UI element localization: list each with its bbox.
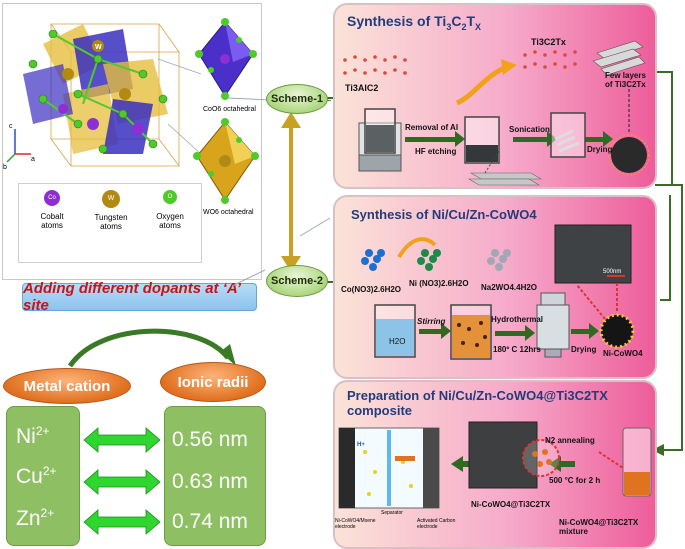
left-electrode-label: Ni-CoWO4/Mxene electrode: [335, 518, 376, 530]
removal-al-label: Removal of Al: [405, 123, 459, 132]
ion-cu: Cu2+: [16, 464, 57, 489]
stirring-label: Stirring: [417, 317, 446, 326]
coo6-octahedral-label: CoO6 octahedral: [203, 106, 256, 113]
crystal-structure-illustration: W c a b CoO6 octahedral WO6 octahedral: [3, 18, 259, 216]
few-layers-label-1: Few layers: [605, 71, 646, 80]
atom-legend: Co Cobalt atoms W Tungsten atoms O Oxyge…: [18, 183, 202, 263]
hydrothermal-label: Hydrothermal: [491, 315, 544, 324]
ionic-radii-label: Ionic radii: [160, 362, 266, 402]
legend-oxygen-label2: atoms: [159, 221, 181, 230]
panel2-illustration: [361, 224, 635, 360]
drying-label: Drying: [587, 145, 613, 154]
ion-zn-charge: 2+: [40, 506, 55, 520]
panel1-illustration: [343, 40, 650, 186]
sonication-label: Sonication: [509, 125, 550, 134]
sem-scale-label: 500nm: [603, 269, 622, 275]
metal-cation-label: Metal cation: [3, 368, 131, 404]
panel2-drying-label: Drying: [571, 345, 597, 354]
ion-ni-charge: 2+: [35, 424, 50, 438]
legend-oxygen-label: Oxygen: [156, 212, 184, 221]
panel-synthesis-cowo4: Synthesis of Ni/Cu/Zn-CoWO4 Co(NO3)2.6H2…: [333, 195, 657, 379]
tungsten-atom-label: W: [95, 44, 102, 51]
ionic-radii-box: [164, 406, 266, 546]
h2o-label: H2O: [389, 337, 406, 346]
legend-cobalt: Co Cobalt atoms: [27, 190, 77, 230]
radius-cu: 0.63 nm: [172, 470, 248, 493]
ion-cu-symbol: Cu: [16, 465, 43, 488]
mxene-label: Ti3C2Tx: [531, 37, 566, 47]
anneal-conditions-label: 500 °C for 2 h: [549, 476, 601, 485]
panel3-illustration: [338, 421, 652, 509]
double-arrows: [83, 427, 161, 535]
axis-b-label: b: [3, 164, 7, 171]
legend-oxygen: O Oxygen atoms: [143, 190, 197, 230]
legend-tungsten-label: Tungsten: [94, 213, 128, 222]
radius-zn: 0.74 nm: [172, 510, 248, 533]
panel-composite-preparation: Preparation of Ni/Cu/Zn-CoWO4@Ti3C2TX co…: [333, 380, 657, 549]
dopant-banner: Adding different dopants at ‘A’ site: [22, 280, 257, 314]
hydrothermal-conditions: 180º C 12hrs: [493, 345, 541, 354]
ion-ni: Ni2+: [16, 424, 50, 449]
oxygen-atom-icon: O: [163, 190, 177, 204]
hf-etching-label: HF etching: [415, 147, 457, 156]
max-phase-label: Ti3AlC2: [345, 83, 379, 93]
panel1-title-sub2: 2: [461, 21, 467, 32]
wo6-octahedral-label: WO6 octahedral: [203, 209, 254, 216]
separator-label: Separator: [381, 510, 403, 516]
panel3-title: Preparation of Ni/Cu/Zn-CoWO4@Ti3C2TX co…: [347, 388, 608, 418]
panel-synthesis-mxene: Synthesis of Ti3C2TX: [333, 3, 657, 189]
ion-zn-symbol: Zn: [16, 507, 41, 530]
scheme-connectors: [281, 100, 331, 272]
panel1-title-sub1: 3: [446, 21, 452, 32]
cobalt-atom-icon: Co: [44, 190, 60, 206]
axis-c-label: c: [9, 123, 13, 130]
curved-arrow: [67, 328, 236, 368]
legend-cobalt-label: Cobalt: [40, 212, 64, 221]
panel1-title-sub3: X: [475, 21, 482, 32]
panel1-title-pre: Synthesis of Ti: [347, 13, 447, 29]
ion-cu-charge: 2+: [42, 464, 57, 478]
tungsten-atom-icon: W: [102, 190, 120, 208]
panel2-title: Synthesis of Ni/Cu/Zn-CoWO4: [351, 207, 537, 222]
panel1-title-post: T: [466, 13, 476, 29]
ni-cowo4-label: Ni-CoWO4: [603, 349, 643, 358]
axis-a-label: a: [31, 156, 35, 163]
scheme-1-bubble: Scheme-1: [266, 84, 328, 114]
reagent-co-label: Co(NO3)2.6H2O: [341, 285, 402, 294]
mixture-label: Ni-CoWO4@Ti3C2TX mixture: [559, 518, 639, 536]
n2-annealing-label: N2 annealing: [545, 436, 595, 445]
legend-tungsten-label2: atoms: [100, 222, 122, 231]
ion-ni-symbol: Ni: [16, 425, 36, 448]
legend-cobalt-label2: atoms: [41, 221, 63, 230]
right-electrode-label: Activated Carbon electrode: [417, 518, 456, 530]
scheme-2-bubble: Scheme-2: [266, 265, 328, 297]
legend-tungsten: W Tungsten atoms: [83, 190, 139, 231]
reagent-ni-label: Ni (NO3)2.6H2O: [409, 279, 469, 288]
radius-ni: 0.56 nm: [172, 428, 248, 451]
reagent-w-label: Na2WO4.4H2O: [481, 283, 538, 292]
metal-cation-box: [6, 406, 80, 546]
panel1-title-mid: C: [451, 13, 462, 29]
few-layers-label-2: of Ti3C2Tx: [605, 80, 646, 89]
h-plus-label: H+: [357, 442, 365, 448]
ion-zn: Zn2+: [16, 506, 54, 531]
panel1-title: Synthesis of Ti3C2TX: [347, 13, 481, 32]
composite-label: Ni-CoWO4@Ti3C2TX: [471, 500, 551, 509]
